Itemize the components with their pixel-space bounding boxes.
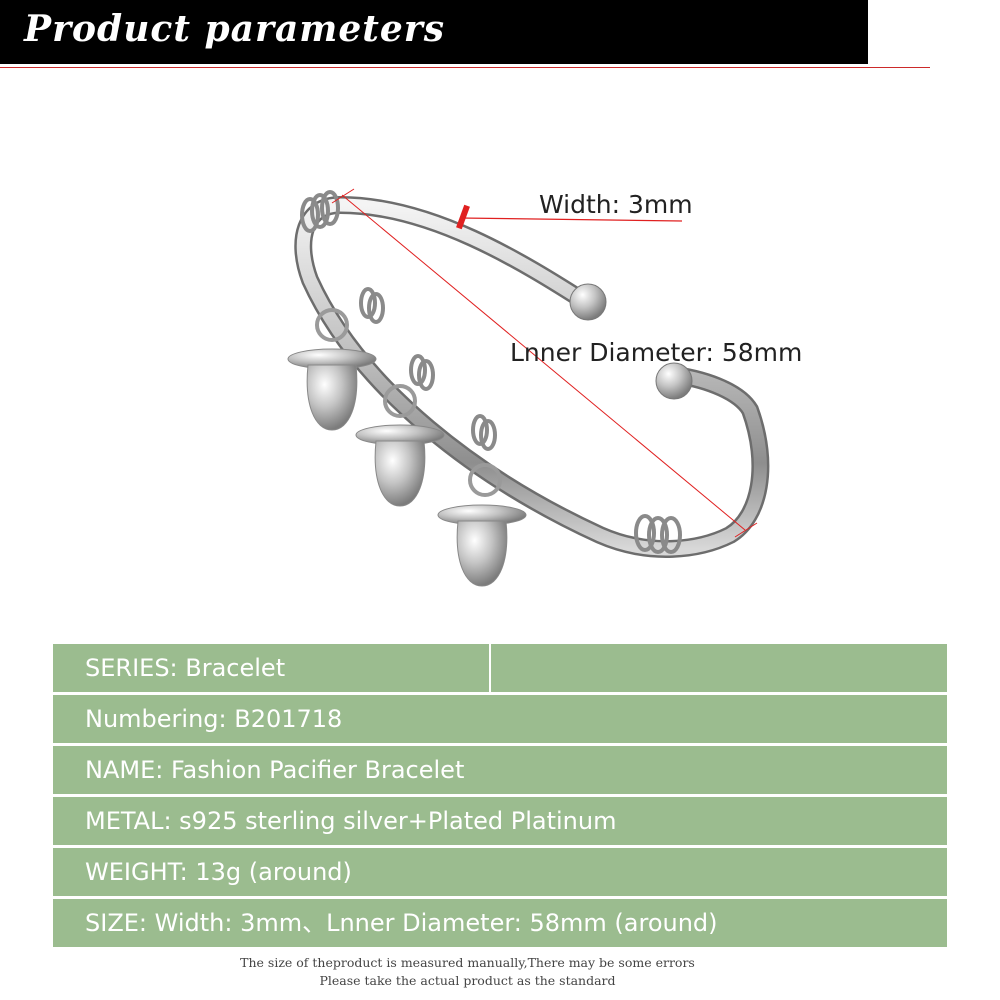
spec-metal: METAL: s925 sterling silver+Plated Plati… [85,807,617,835]
spec-table: SERIES: Bracelet Numbering: B201718 NAME… [53,644,947,950]
spec-row-size: SIZE: Width: 3mm、Lnner Diameter: 58mm (a… [53,899,947,947]
page-title: Product parameters [24,8,446,50]
standard-note: Please take the actual product as the st… [319,973,616,988]
bangle-end-ball-upper [569,283,607,321]
spec-column-divider [489,644,491,692]
width-guide-line [459,217,683,222]
spec-numbering: Numbering: B201718 [85,705,343,733]
wrap-coil-bottom-right [634,514,682,554]
diameter-tick-end [734,522,758,538]
width-label: Width: 3mm [539,190,693,219]
diameter-guide-line [341,194,746,531]
measurement-note: The size of theproduct is measured manua… [240,955,695,970]
spec-row-weight: WEIGHT: 13g (around) [53,848,947,896]
wrap-coil-top-left [300,190,340,233]
spec-row-metal: METAL: s925 sterling silver+Plated Plati… [53,797,947,845]
header-bar: Product parameters [0,0,868,64]
spec-row-numbering: Numbering: B201718 [53,695,947,743]
bracelet-illustration [287,188,770,587]
pacifier-charm-2 [355,384,445,507]
spec-weight: WEIGHT: 13g (around) [85,858,352,886]
spec-size: SIZE: Width: 3mm、Lnner Diameter: 58mm (a… [85,909,718,937]
product-photo [270,165,840,605]
width-marker [456,204,470,230]
pacifier-charm-3 [437,463,527,587]
diameter-tick-start [331,188,355,204]
spec-series: SERIES: Bracelet [85,654,286,682]
bangle-end-ball-lower [655,362,693,400]
diameter-label: Lnner Diameter: 58mm [510,338,803,367]
spec-name: NAME: Fashion Pacifier Bracelet [85,756,465,784]
spec-row-name: NAME: Fashion Pacifier Bracelet [53,746,947,794]
pacifier-charm-1 [287,308,377,431]
spacer-rings [359,287,497,451]
spec-row-series: SERIES: Bracelet [53,644,947,692]
header-divider [0,67,930,68]
